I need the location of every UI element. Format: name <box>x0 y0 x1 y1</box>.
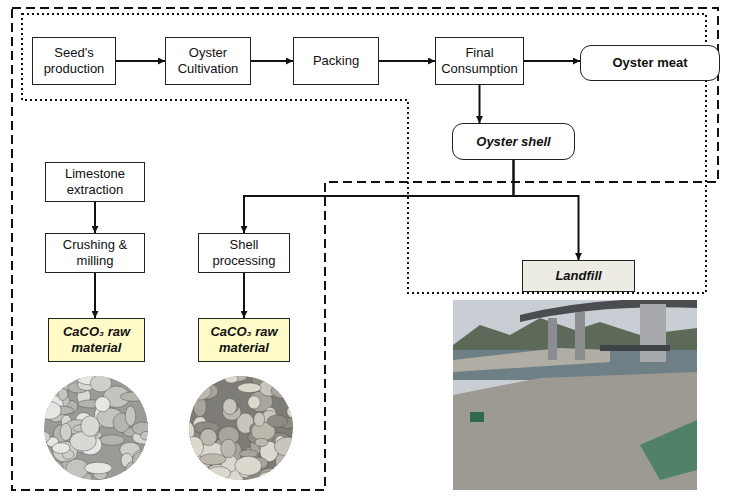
stone <box>132 451 159 470</box>
material-box: CaCO₃ raw material <box>48 318 145 362</box>
process-box: Packing <box>293 37 379 85</box>
stone <box>248 396 260 409</box>
stone <box>37 402 61 420</box>
flow-arrow <box>479 85 481 123</box>
stone <box>258 472 281 484</box>
node-label: Oyster shell <box>476 134 550 150</box>
process-box: Oyster Cultivation <box>165 37 251 85</box>
product-box: Oyster shell <box>452 123 575 160</box>
stone <box>225 375 238 383</box>
process-box: Final Consumption <box>435 37 524 85</box>
stone <box>271 383 297 398</box>
stone <box>69 372 81 381</box>
stone <box>49 471 60 493</box>
stone <box>141 431 152 440</box>
stone <box>255 438 268 446</box>
process-box: Crushing & milling <box>45 233 145 273</box>
stone <box>55 377 70 385</box>
stone <box>38 460 51 480</box>
shell-photo <box>177 365 302 493</box>
stone <box>267 469 290 489</box>
stone <box>120 475 139 486</box>
stone <box>235 456 262 475</box>
flow-arrow <box>379 60 435 62</box>
material-box: CaCO₃ raw material <box>198 318 290 362</box>
stone <box>221 439 236 458</box>
stone <box>133 467 144 481</box>
node-label: Landfill <box>555 268 601 284</box>
stone <box>273 473 286 489</box>
node-label: Packing <box>313 53 359 69</box>
node-label: Limestone extraction <box>51 166 139 197</box>
landfill-photo <box>453 300 697 490</box>
process-box: Shell processing <box>198 233 290 273</box>
stone <box>38 459 59 473</box>
stone <box>267 415 287 427</box>
stone <box>58 388 68 400</box>
landfill-box: Landfill <box>522 260 635 292</box>
node-label: Seed's production <box>38 45 110 76</box>
stone <box>254 412 265 426</box>
flow-arrow <box>243 273 245 318</box>
stone <box>52 443 70 454</box>
flow-arrow <box>94 202 96 233</box>
flow-arrow <box>116 60 165 62</box>
node-label: CaCO₃ raw material <box>204 324 284 355</box>
node-label: Shell processing <box>204 237 284 268</box>
stone <box>200 454 226 465</box>
product-box: Oyster meat <box>580 45 720 81</box>
stone <box>90 375 111 392</box>
process-box: Seed's production <box>32 37 116 85</box>
stone <box>223 399 237 415</box>
process-box: Limestone extraction <box>45 162 145 202</box>
flow-arrow <box>251 60 293 62</box>
stone <box>60 423 71 440</box>
stone <box>185 436 204 457</box>
node-label: CaCO₃ raw material <box>54 324 139 355</box>
stone <box>81 416 100 437</box>
stone <box>273 376 293 388</box>
stone <box>188 382 211 401</box>
stone <box>46 471 63 482</box>
node-label: Oyster Cultivation <box>171 45 245 76</box>
node-label: Final Consumption <box>441 45 518 76</box>
stone <box>287 405 301 418</box>
node-label: Oyster meat <box>612 55 687 71</box>
stone <box>36 380 54 391</box>
stone <box>95 397 110 412</box>
stone <box>43 460 63 478</box>
limestone-photo <box>32 371 159 493</box>
flow-arrow <box>514 160 579 260</box>
stone <box>184 367 206 387</box>
flow-arrow <box>94 273 96 318</box>
stone <box>274 437 302 456</box>
stone <box>125 462 141 483</box>
flow-arrow <box>524 60 580 62</box>
stone <box>207 467 231 480</box>
node-label: Crushing & milling <box>51 237 139 268</box>
stone <box>100 435 125 446</box>
stone <box>238 383 262 393</box>
stone <box>35 431 51 442</box>
stone <box>125 406 136 426</box>
stone <box>120 392 148 401</box>
flow-arrow <box>244 160 514 233</box>
stone <box>85 462 112 474</box>
stone <box>193 365 207 385</box>
